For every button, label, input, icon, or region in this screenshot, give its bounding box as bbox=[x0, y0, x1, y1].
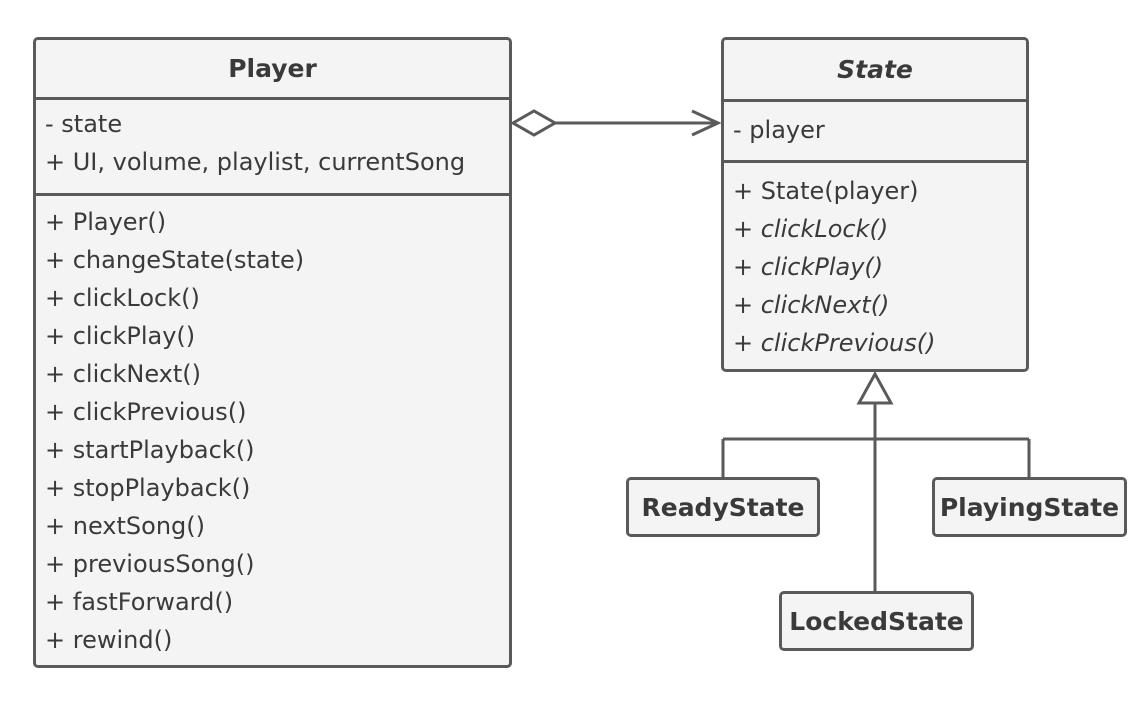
player-method: + clickLock() bbox=[45, 284, 200, 312]
player-class-box[interactable]: Player - state + UI, volume, playlist, c… bbox=[33, 37, 512, 668]
player-field: - state bbox=[45, 110, 123, 138]
player-field: + UI, volume, playlist, currentSong bbox=[45, 148, 466, 176]
player-method: + rewind() bbox=[45, 626, 173, 654]
locked-state-label: LockedState bbox=[789, 606, 964, 636]
player-method: + stopPlayback() bbox=[45, 474, 251, 502]
player-method: + clickPrevious() bbox=[45, 398, 247, 426]
state-abstract-method: + clickLock() bbox=[733, 215, 889, 243]
player-method: + clickPlay() bbox=[45, 322, 196, 350]
state-class-box[interactable]: State - player + State(player) + clickLo… bbox=[721, 37, 1029, 372]
player-method: + Player() bbox=[45, 208, 167, 236]
state-abstract-method: + clickPrevious() bbox=[733, 329, 936, 357]
state-class-title: State bbox=[837, 55, 913, 84]
player-method: + fastForward() bbox=[45, 588, 234, 616]
player-method: + nextSong() bbox=[45, 512, 205, 540]
playing-state-label: PlayingState bbox=[939, 492, 1120, 522]
player-method: + changeState(state) bbox=[45, 246, 305, 274]
ready-state-label: ReadyState bbox=[641, 492, 805, 522]
state-fields-section: - player bbox=[724, 99, 1026, 160]
state-method: + State(player) bbox=[733, 177, 919, 205]
state-field: - player bbox=[733, 116, 825, 144]
playing-state-box[interactable]: PlayingState bbox=[932, 477, 1127, 537]
player-method: + previousSong() bbox=[45, 550, 255, 578]
state-abstract-method: + clickPlay() bbox=[733, 253, 884, 281]
state-abstract-method: + clickNext() bbox=[733, 291, 890, 319]
locked-state-box[interactable]: LockedState bbox=[779, 591, 974, 651]
player-methods-section: + Player() + changeState(state) + clickL… bbox=[36, 193, 509, 659]
aggregation-connector bbox=[509, 109, 722, 137]
player-method: + clickNext() bbox=[45, 360, 201, 388]
player-class-title: Player bbox=[228, 54, 317, 83]
player-fields-section: - state + UI, volume, playlist, currentS… bbox=[36, 97, 509, 193]
arrowhead-icon bbox=[691, 109, 722, 137]
aggregation-diamond-icon bbox=[509, 109, 559, 137]
state-methods-section: + State(player) + clickLock() + clickPla… bbox=[724, 160, 1026, 362]
ready-state-box[interactable]: ReadyState bbox=[626, 477, 820, 537]
inheritance-connector bbox=[721, 370, 1031, 592]
inheritance-triangle-icon bbox=[856, 370, 894, 405]
player-method: + startPlayback() bbox=[45, 436, 255, 464]
